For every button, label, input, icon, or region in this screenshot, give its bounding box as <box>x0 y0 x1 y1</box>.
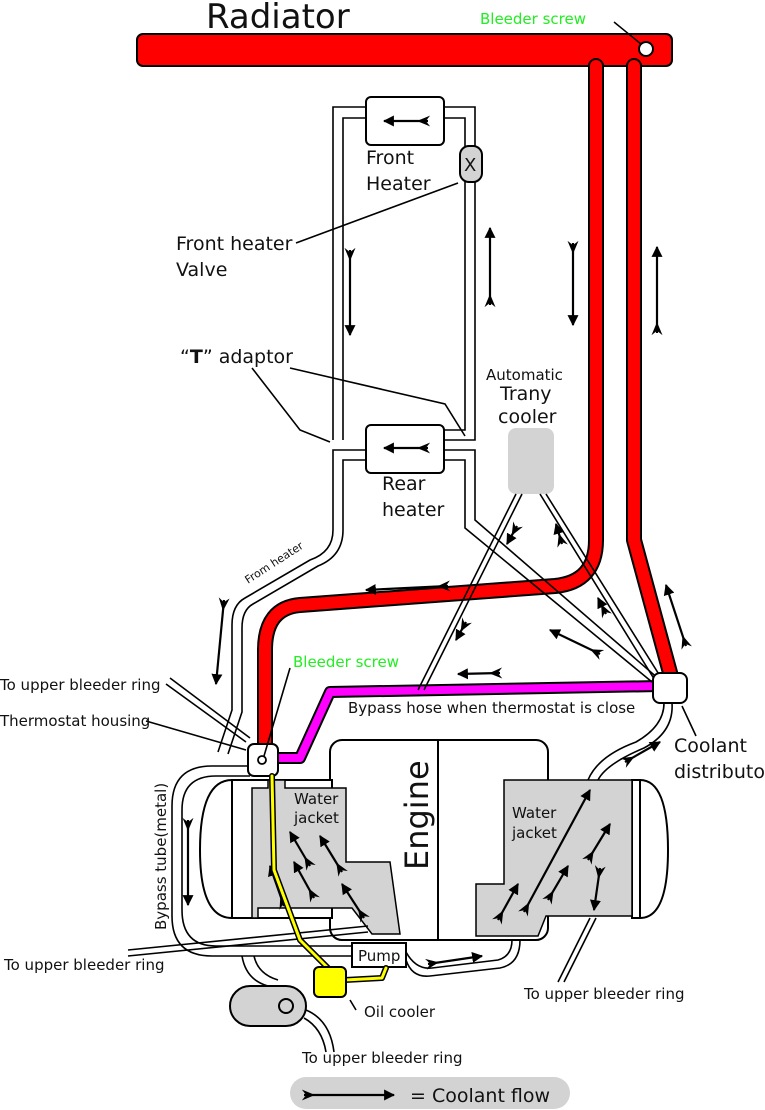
left-water-jacket-label-1: Water <box>294 790 339 808</box>
front-heater-valve[interactable]: X <box>459 145 483 183</box>
oil-cooler <box>313 966 347 998</box>
upper-bleeder-line-1 <box>165 677 251 743</box>
front-heater-valve-label-2: Valve <box>176 259 227 281</box>
water-pump <box>351 942 407 968</box>
trany-cooler-label-2: Trany <box>499 383 552 405</box>
front-heater-label-2: Heater <box>366 173 431 195</box>
coolant-distributor-label-1: Coolant <box>674 735 747 757</box>
bleeder-screw-left-icon[interactable] <box>257 755 267 765</box>
t-adaptor-leader-right <box>289 367 466 437</box>
thermostat-housing[interactable] <box>247 743 279 777</box>
right-jacket-arrows <box>492 789 611 925</box>
upper-bleeder-label-1: To upper bleeder ring <box>0 676 160 694</box>
lower-radiator-hose <box>626 58 680 688</box>
bleeder-screw-left-leader <box>263 667 291 757</box>
reservoir-inlet-hose <box>241 955 279 987</box>
engine-label: Engine <box>398 760 436 870</box>
coolant-distributor-label-2: distributor <box>674 761 765 783</box>
reservoir-outlet-hose <box>303 1009 335 1053</box>
rear-heater-label-2: heater <box>382 499 445 521</box>
front-heater-label-1: Front <box>366 147 414 169</box>
upper-bleeder-label-2: To upper bleeder ring <box>3 956 164 974</box>
right-water-jacket-label-1: Water <box>512 804 557 822</box>
bleeder-screw-top-icon[interactable] <box>638 41 654 57</box>
valve-x-icon: X <box>464 155 476 176</box>
automatic-trany-cooler <box>417 428 661 691</box>
t-adaptor-label: “T” adaptor <box>180 346 293 368</box>
pump-label: Pump <box>358 947 400 965</box>
bleeder-screw-left-label: Bleeder screw <box>293 653 399 671</box>
thermostat-housing-leader <box>145 720 247 751</box>
upper-bleeder-line-2 <box>127 925 369 957</box>
legend-label: = Coolant flow <box>410 1085 550 1107</box>
t-adaptor-leader-left <box>251 367 331 443</box>
bypass-hose <box>264 680 666 764</box>
bypass-tube-metal <box>171 765 352 957</box>
coolant-distributor-leader <box>681 705 697 737</box>
coolant-distributor[interactable] <box>652 672 688 704</box>
upper-bleeder-label-4: To upper bleeder ring <box>301 1049 462 1067</box>
bleeder-screw-top-label: Bleeder screw <box>480 10 586 28</box>
flow-arrows <box>182 226 692 970</box>
front-heater-valve-label-1: Front heater <box>176 233 293 255</box>
right-cylinder-head <box>631 778 670 920</box>
rear-heater-label-1: Rear <box>382 473 426 495</box>
heater-hoses <box>217 106 661 755</box>
lower-bleeder-reservoir <box>229 985 307 1027</box>
thermostat-housing-label: Thermostat housing <box>0 712 150 730</box>
trany-cooler-label-3: cooler <box>498 406 557 428</box>
oil-line <box>269 773 389 983</box>
upper-bleeder-label-3: To upper bleeder ring <box>523 985 684 1003</box>
bleeder-screw-top-leader <box>613 21 642 45</box>
upper-bleeder-line-3 <box>557 917 597 983</box>
upper-radiator-hose <box>257 58 604 760</box>
right-water-jacket-label-2: jacket <box>511 824 557 842</box>
radiator <box>136 21 673 67</box>
rear-heater <box>365 424 445 474</box>
oil-cooler-label: Oil cooler <box>364 1003 436 1021</box>
pump-outlet-hose <box>405 939 521 977</box>
bypass-hose-label: Bypass hose when thermostat is close <box>348 699 635 717</box>
bypass-tube-label: Bypass tube(metal) <box>152 783 170 930</box>
oil-cooler-leader <box>349 999 357 1011</box>
front-heater <box>365 96 445 146</box>
radiator-label: Radiator <box>206 0 350 37</box>
trany-cooler-label-1: Automatic <box>486 366 563 384</box>
distributor-to-engine-hose <box>587 702 673 781</box>
front-heater-valve-leader <box>295 182 459 244</box>
legend: = Coolant flow <box>290 1077 570 1109</box>
left-water-jacket-label-2: jacket <box>293 809 339 827</box>
